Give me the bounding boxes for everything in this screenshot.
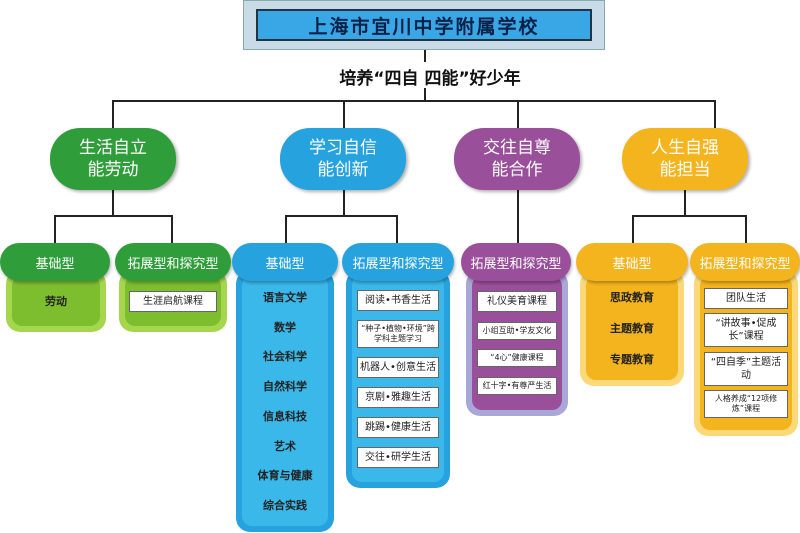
connector	[343, 100, 345, 130]
course-item: 数学	[274, 320, 296, 334]
green-basic-header: 基础型	[0, 243, 110, 281]
course-item: 劳动	[45, 295, 67, 308]
orange-ext-box: 团队生活 “讲故事•促成长”课程 “四自季”主题活动 人格养成“12项修炼”课程	[694, 270, 798, 436]
course-item: 信息科技	[263, 409, 307, 423]
course-card: “讲故事•促成长”课程	[704, 313, 788, 348]
connector	[285, 215, 287, 245]
course-card: “种子•植物•环境”跨学科主题学习	[357, 320, 439, 349]
branch-social: 交往自尊 能合作	[454, 128, 580, 190]
orange-basic-header: 基础型	[576, 243, 688, 281]
blue-ext-header: 拓展型和探究型	[342, 243, 454, 281]
connector	[112, 100, 114, 130]
course-item: 体育与健康	[257, 469, 313, 483]
branch-life-goals: 人生自强 能担当	[622, 128, 748, 190]
connector	[112, 190, 114, 216]
course-card: “四自季”主题活动	[704, 351, 788, 386]
course-item: 思政教育	[610, 291, 654, 305]
purple-ext-header: 拓展型和探究型	[461, 243, 571, 281]
purple-ext-box: 礼仪美育课程 小组互助•学友文化 “4心”健康课程 红十字•有尊严生活	[466, 270, 568, 416]
course-item: 艺术	[274, 439, 296, 453]
course-card: “4心”健康课程	[477, 349, 557, 368]
branch-life: 生活自立 能劳动	[50, 128, 176, 190]
connector	[396, 215, 398, 245]
course-item: 主题教育	[610, 321, 654, 335]
course-card: 机器人•创意生活	[357, 357, 439, 379]
orange-basic-box: 思政教育 主题教育 专题教育	[580, 270, 684, 386]
blue-basic-box: 语言文学 数学 社会科学 自然科学 信息科技 艺术 体育与健康 综合实践	[236, 270, 334, 532]
course-card: 京剧•雅趣生活	[357, 386, 439, 408]
course-card: 生涯启航课程	[129, 290, 217, 312]
course-item: 综合实践	[263, 499, 307, 513]
connector	[285, 215, 397, 217]
connector	[745, 215, 747, 245]
course-item: 社会科学	[263, 350, 307, 364]
green-ext-header: 拓展型和探究型	[115, 243, 231, 281]
connector	[517, 100, 519, 130]
school-title: 上海市宜川中学附属学校	[256, 9, 592, 41]
connector	[343, 190, 345, 216]
course-card: 小组互助•学友文化	[477, 321, 557, 340]
course-item: 自然科学	[263, 380, 307, 394]
blue-ext-box: 阅读•书香生活 “种子•植物•环境”跨学科主题学习 机器人•创意生活 京剧•雅趣…	[346, 270, 450, 488]
course-card: 礼仪美育课程	[477, 290, 557, 312]
connector	[54, 215, 56, 245]
connector	[171, 215, 173, 245]
connector	[632, 215, 746, 217]
course-card: 跳踢•健康生活	[357, 416, 439, 438]
subtitle: 培养“四自 四能”好少年	[339, 69, 521, 89]
connector	[714, 100, 716, 130]
connector	[424, 88, 426, 100]
connector	[112, 100, 716, 102]
course-card: 红十字•有尊严生活	[477, 377, 557, 396]
connector	[684, 190, 686, 216]
course-card: 人格养成“12项修炼”课程	[704, 389, 788, 418]
orange-ext-header: 拓展型和探究型	[690, 243, 800, 281]
connector	[54, 215, 172, 217]
connector	[517, 190, 519, 245]
course-item: 语言文学	[263, 290, 307, 304]
course-item: 专题教育	[610, 352, 654, 366]
blue-basic-header: 基础型	[232, 243, 338, 281]
course-card: 团队生活	[704, 288, 788, 310]
connector	[424, 50, 426, 62]
branch-learning: 学习自信 能创新	[280, 128, 406, 190]
school-title-box: 上海市宜川中学附属学校	[243, 0, 605, 50]
connector	[632, 215, 634, 245]
course-card: 阅读•书香生活	[357, 290, 439, 312]
course-card: 交往•研学生活	[357, 446, 439, 468]
